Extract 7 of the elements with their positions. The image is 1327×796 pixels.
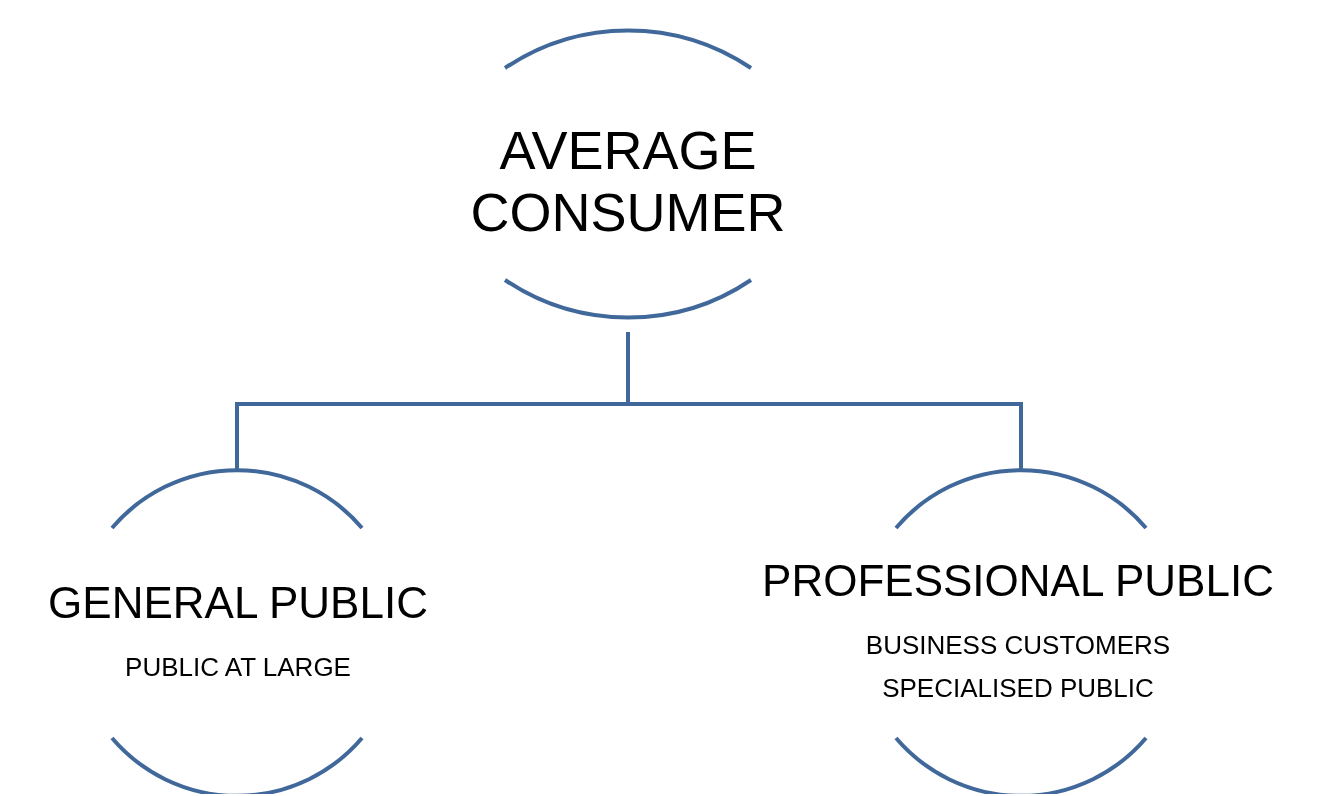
connector-line	[626, 332, 1023, 470]
node-title: GENERAL PUBLIC	[48, 577, 428, 629]
node-title: AVERAGE CONSUMER	[469, 118, 787, 244]
node-title: PROFESSIONAL PUBLIC	[762, 555, 1274, 608]
node-subtitle: BUSINESS CUSTOMERS	[865, 630, 1171, 662]
node-subtitle: PUBLIC AT LARGE	[125, 651, 351, 683]
node-subtitle: SPECIALISED PUBLIC	[882, 673, 1154, 705]
